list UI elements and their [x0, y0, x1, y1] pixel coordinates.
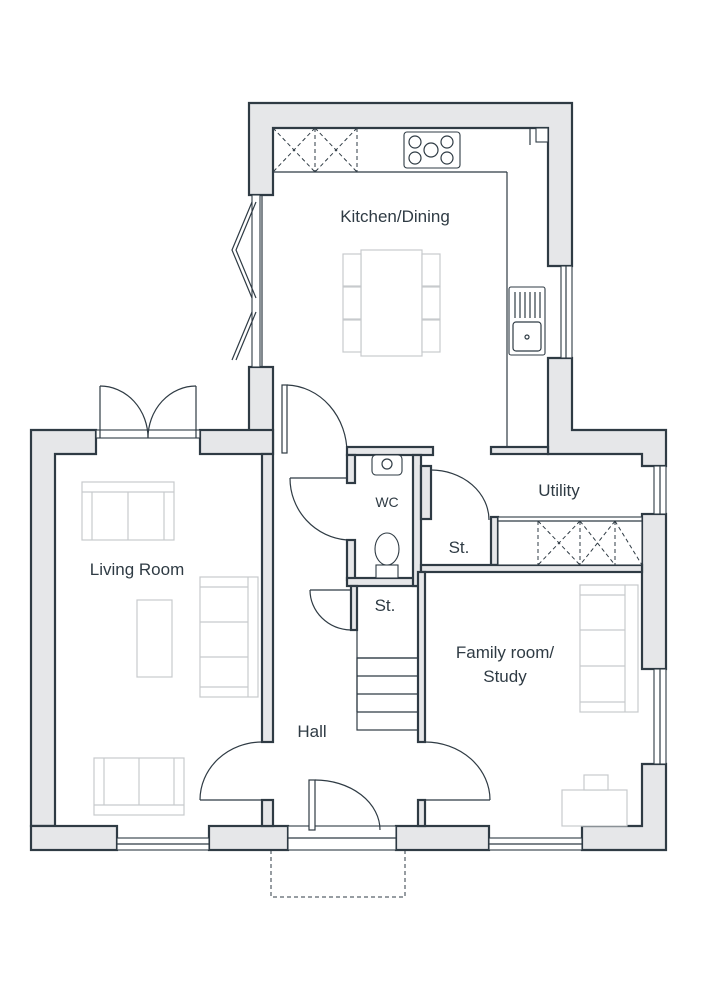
- wc-left-wall: [345, 453, 357, 485]
- stair-store-left-wall: [349, 584, 359, 632]
- wc-door: [289, 477, 348, 541]
- kitchen-top-wall: [247, 101, 574, 268]
- hob-icon: [403, 131, 461, 169]
- wc-label: WC: [375, 494, 398, 510]
- bottom-windows: [116, 837, 583, 851]
- living-french-doors: [95, 385, 201, 454]
- right-windows: [653, 465, 667, 765]
- stair-store-door: [309, 589, 352, 631]
- bottom-wall-mid-right: [394, 824, 491, 852]
- utility-store-wall-right: [489, 515, 500, 567]
- living-hall-wall: [260, 452, 275, 744]
- kitchen-label: Kitchen/Dining: [340, 207, 450, 226]
- dining-table: [342, 249, 441, 357]
- sink-icon: [508, 286, 546, 356]
- utility-label: Utility: [538, 481, 580, 500]
- hall-label: Hall: [297, 722, 326, 741]
- utility-store-label: St.: [449, 538, 470, 557]
- family-room-label-line1: Family room/: [456, 643, 555, 662]
- hall-family-wall-stub: [416, 798, 427, 828]
- kitchen-right-window: [560, 265, 573, 359]
- wc-fixtures: [371, 454, 403, 579]
- right-wall-middle: [640, 512, 668, 671]
- wc-top-wall: [345, 445, 435, 457]
- utility-units: [497, 516, 643, 566]
- stair-store-label: St.: [375, 596, 396, 615]
- living-hall-wall-stub: [260, 798, 275, 828]
- family-room-label-line2: Study: [483, 667, 527, 686]
- bottom-wall-left: [29, 824, 119, 852]
- utility-top-stub: [489, 445, 550, 456]
- kitchen-hall-door: [281, 384, 348, 454]
- living-top-wall-right: [198, 428, 275, 456]
- living-room-label: Living Room: [90, 560, 185, 579]
- family-furniture: [561, 584, 639, 827]
- front-door: [270, 779, 406, 898]
- kitchen-wall-units: [272, 127, 358, 173]
- room-labels: Kitchen/Dining Utility WC St. St. Living…: [90, 207, 581, 741]
- utility-store-top-wall: [419, 464, 433, 521]
- kitchen-worktops: [261, 127, 549, 448]
- utility-store-door: [430, 469, 490, 521]
- utility-bottom-wall: [419, 563, 644, 574]
- kitchen-right-wall-lower: [546, 356, 668, 468]
- living-furniture: [81, 481, 259, 816]
- wc-bottom-wall: [345, 576, 423, 588]
- hall-doors: [199, 741, 491, 801]
- wc-right-wall: [411, 453, 423, 588]
- hall-family-wall: [416, 570, 427, 744]
- staircase: [356, 630, 419, 731]
- wc-left-wall-lower: [345, 538, 357, 582]
- bifold-door-icon: [231, 194, 261, 368]
- bottom-wall-mid-left: [207, 824, 290, 852]
